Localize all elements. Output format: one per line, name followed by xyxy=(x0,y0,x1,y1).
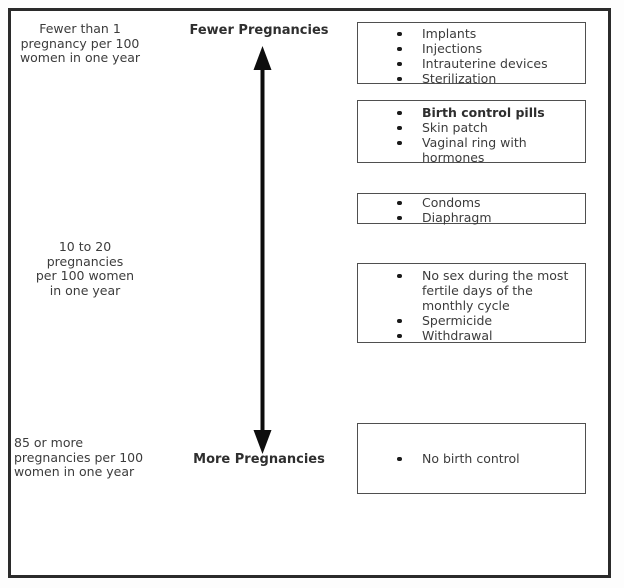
method-item: Spermicide xyxy=(358,313,585,328)
method-item: Vaginal ring with hormones xyxy=(358,135,585,165)
method-item: No birth control xyxy=(358,451,585,466)
method-item: Injections xyxy=(358,41,585,56)
method-box-most-effective: Implants Injections Intrauterine devices… xyxy=(357,22,586,86)
method-item: Skin patch xyxy=(358,120,585,135)
method-item: Sterilization xyxy=(358,71,585,86)
method-item: Diaphragm xyxy=(358,210,585,225)
method-item: Birth control pills xyxy=(358,105,585,120)
rate-label-most: 85 or more pregnancies per 100 women in … xyxy=(14,435,144,479)
rate-label-middle: 10 to 20 pregnancies per 100 women in on… xyxy=(35,239,135,298)
method-item: No sex during the most fertile days of t… xyxy=(358,268,585,313)
method-item: Condoms xyxy=(358,195,585,210)
method-list: No sex during the most fertile days of t… xyxy=(358,268,585,343)
axis-header-more-pregnancies: More Pregnancies xyxy=(193,452,325,467)
axis-header-fewer-pregnancies: Fewer Pregnancies xyxy=(189,23,329,38)
method-box-none: No birth control xyxy=(357,423,586,494)
method-list: Birth control pills Skin patch Vaginal r… xyxy=(358,105,585,165)
method-list: Condoms Diaphragm xyxy=(358,195,585,225)
method-box-barrier: Condoms Diaphragm xyxy=(357,193,586,225)
method-box-hormonal: Birth control pills Skin patch Vaginal r… xyxy=(357,100,586,165)
method-list: Implants Injections Intrauterine devices… xyxy=(358,26,585,86)
rate-label-fewest: Fewer than 1 pregnancy per 100 women in … xyxy=(19,21,141,65)
double-vertical-arrow-icon xyxy=(250,44,275,456)
method-box-behavioral: No sex during the most fertile days of t… xyxy=(357,263,586,343)
method-list: No birth control xyxy=(358,451,585,466)
method-item: Implants xyxy=(358,26,585,41)
method-item: Intrauterine devices xyxy=(358,56,585,71)
method-item: Withdrawal xyxy=(358,328,585,343)
